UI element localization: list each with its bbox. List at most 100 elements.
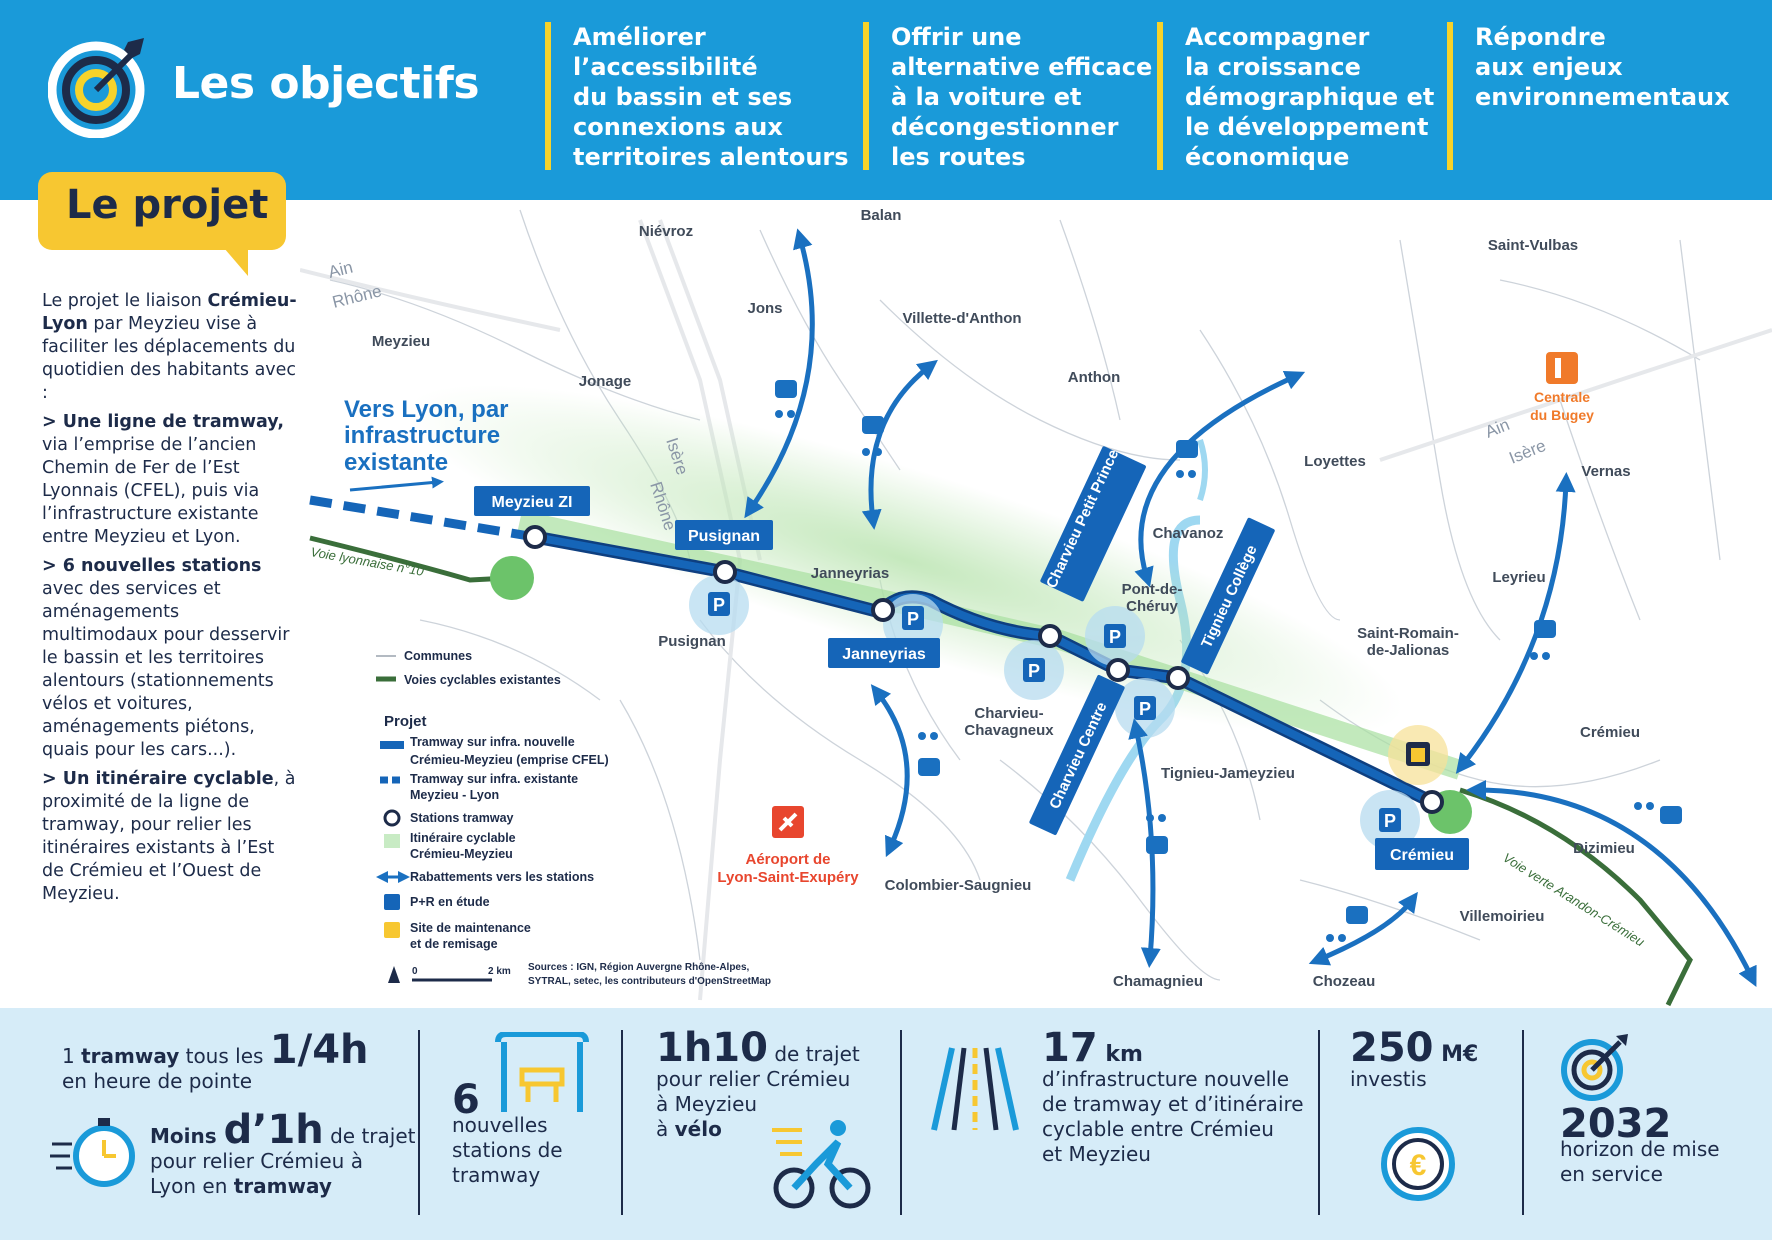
objectives-banner (0, 0, 1772, 200)
svg-text:Janneyrias: Janneyrias (811, 565, 889, 582)
svg-text:Crémieu: Crémieu (1580, 724, 1640, 741)
town-labels: Niévroz Balan Saint-Vulbas Jons Villette… (372, 207, 1640, 990)
target-icon (48, 38, 145, 138)
svg-text:Chéruy: Chéruy (1126, 598, 1178, 615)
svg-text:Chamagnieu: Chamagnieu (1113, 973, 1203, 990)
stat-horizon: 2032 horizon de mise en service (1560, 1101, 1720, 1186)
svg-text:P: P (1109, 627, 1121, 647)
svg-text:2 km: 2 km (488, 966, 511, 977)
svg-text:Sources : IGN, Région Auvergne: Sources : IGN, Région Auvergne Rhône-Alp… (528, 962, 750, 973)
power-plant-glyph (1555, 358, 1561, 378)
svg-text:Jons: Jons (747, 300, 782, 317)
tram-shelter-icon (495, 1032, 589, 1112)
svg-text:Pont-de-: Pont-de- (1122, 581, 1183, 598)
svg-text:P: P (713, 595, 725, 615)
divider (1318, 1030, 1320, 1215)
projet-title: Le projet (66, 182, 269, 228)
voie-lyonnaise-path (309, 535, 511, 583)
svg-text:Site de maintenance: Site de maintenance (410, 921, 531, 935)
stat-duration-bike: 1h10 de trajet pour relier Crémieu à Mey… (656, 1025, 860, 1141)
divider (418, 1030, 420, 1215)
divider (900, 1030, 902, 1215)
svg-text:Meyzieu - Lyon: Meyzieu - Lyon (410, 788, 499, 802)
stat-frequency: 1 tramway tous les 1/4h en heure de poin… (62, 1027, 369, 1093)
svg-text:€: € (1410, 1149, 1427, 1182)
airport-label-line1: Aéroport de (745, 851, 830, 868)
svg-text:Vers Lyon, par: Vers Lyon, par (344, 396, 509, 423)
svg-text:Vernas: Vernas (1581, 463, 1630, 480)
svg-text:Loyettes: Loyettes (1304, 453, 1366, 470)
voie-verte-label: Voie verte Arandon-Crémieu (1500, 850, 1647, 950)
svg-text:Saint-Romain-: Saint-Romain- (1357, 625, 1459, 642)
stopwatch-icon (50, 1118, 135, 1187)
stat-length: 17 km d’infrastructure nouvelle de tramw… (1042, 1025, 1304, 1166)
svg-text:Crémieu-Meyzieu: Crémieu-Meyzieu (410, 847, 513, 861)
svg-text:Chavanoz: Chavanoz (1153, 525, 1224, 542)
pr-icons: P P P P P P (708, 592, 1430, 832)
svg-text:Chavagneux: Chavagneux (964, 722, 1054, 739)
svg-text:Charvieu-: Charvieu- (974, 705, 1043, 722)
svg-text:Itinéraire cyclable: Itinéraire cyclable (410, 831, 516, 845)
vers-lyon-label: Vers Lyon, par infrastructure existante (344, 396, 509, 476)
svg-text:Ain: Ain (326, 257, 354, 281)
stat-budget: 250 M€ investis (1350, 1025, 1479, 1091)
svg-text:Saint-Vulbas: Saint-Vulbas (1488, 237, 1578, 254)
svg-text:Isère: Isère (1506, 436, 1548, 468)
station-label-charvieu-centre: Charvieu Centre (1046, 700, 1110, 812)
svg-text:Projet: Projet (384, 713, 427, 730)
svg-text:Rhône: Rhône (330, 281, 383, 312)
stat-duration-tram: Moins d’1h de trajet pour relier Crémieu… (150, 1107, 416, 1198)
euro-coin-icon: € (1381, 1127, 1455, 1201)
svg-text:et de remisage: et de remisage (410, 937, 498, 951)
svg-text:SYTRAL, setec, les contributeu: SYTRAL, setec, les contributeurs d'OpenS… (528, 976, 771, 987)
target-icon-small (1561, 1034, 1628, 1101)
meyzieu-cycle-node (490, 556, 534, 600)
bugey-label-line2: du Bugey (1530, 407, 1594, 423)
svg-text:existante: existante (344, 449, 448, 476)
projet-bubble: Le projet (38, 172, 286, 276)
svg-text:Jonage: Jonage (579, 373, 632, 390)
svg-text:P: P (907, 609, 919, 629)
mode-icons (775, 380, 1682, 942)
svg-text:Niévroz: Niévroz (639, 223, 693, 240)
svg-text:Voies cyclables existantes: Voies cyclables existantes (404, 673, 561, 687)
objectives-title: Les objectifs (172, 58, 480, 109)
svg-text:Tignieu-Jameyzieu: Tignieu-Jameyzieu (1161, 765, 1295, 782)
projet-description: Le projet le liaison Crémieu-Lyon par Me… (42, 291, 297, 904)
svg-text:Balan: Balan (861, 207, 902, 224)
station-label-janneyrias: Janneyrias (842, 646, 926, 663)
svg-text:0: 0 (412, 966, 418, 977)
svg-text:infrastructure: infrastructure (344, 422, 500, 449)
svg-text:Anthon: Anthon (1068, 369, 1120, 386)
cycle-route-area (407, 385, 1403, 735)
road-lanes-icon (931, 1047, 1019, 1131)
vers-lyon-arrow (349, 476, 444, 492)
svg-text:Crémieu-Meyzieu (emprise CFEL): Crémieu-Meyzieu (emprise CFEL) (410, 753, 609, 767)
voie-lyonnaise-label: Voie lyonnaise n°10 (309, 544, 425, 579)
svg-text:Communes: Communes (404, 649, 472, 663)
svg-text:Rabattements vers les stations: Rabattements vers les stations (410, 870, 594, 884)
power-plant-icon (1546, 352, 1578, 384)
station-dots (523, 525, 1444, 814)
svg-text:P+R en étude: P+R en étude (410, 895, 490, 909)
key-figures-band (0, 1008, 1772, 1240)
divider (621, 1030, 623, 1215)
divider (1522, 1030, 1524, 1215)
stat-stations: 6 nouvelles stations de tramway (452, 1077, 563, 1187)
svg-text:Colombier-Saugnieu: Colombier-Saugnieu (885, 877, 1032, 894)
airport-label-line2: Lyon-Saint-Exupéry (717, 869, 859, 886)
bugey-label-line1: Centrale (1534, 389, 1590, 405)
svg-text:P: P (1384, 811, 1396, 831)
tram-existing-line (309, 495, 536, 542)
svg-text:Tramway sur infra. nouvelle: Tramway sur infra. nouvelle (410, 735, 575, 749)
svg-text:Meyzieu: Meyzieu (372, 333, 430, 350)
svg-text:Pusignan: Pusignan (658, 633, 726, 650)
station-label-meyzieu-zi: Meyzieu ZI (492, 494, 573, 511)
svg-text:Leyrieu: Leyrieu (1492, 569, 1545, 586)
svg-text:P: P (1139, 699, 1151, 719)
svg-text:Stations tramway: Stations tramway (410, 811, 514, 825)
airport-plane-glyph (778, 812, 798, 832)
